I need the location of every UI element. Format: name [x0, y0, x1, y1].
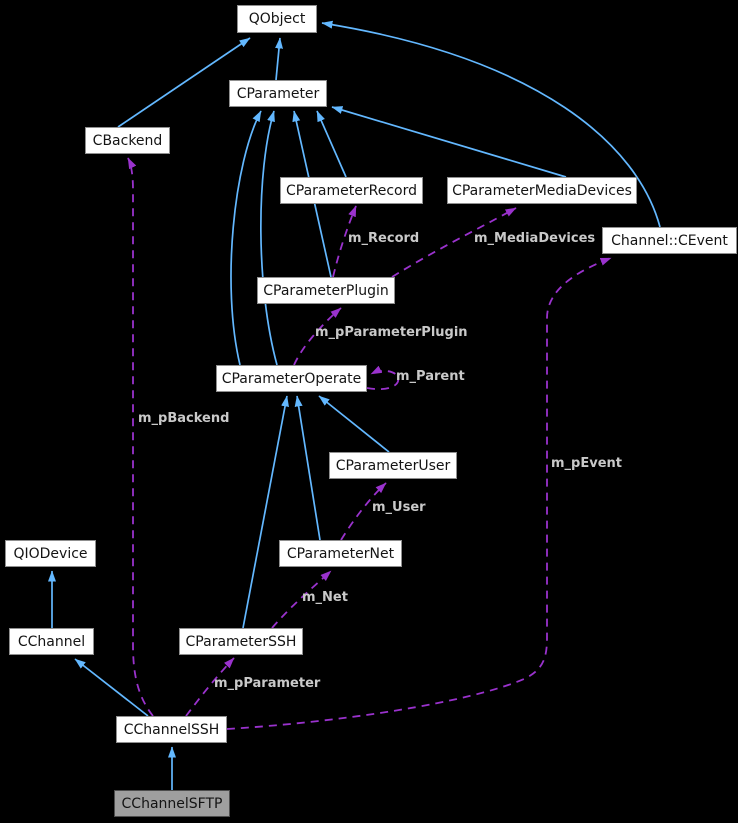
edge-usage-m-parent-selfloop	[366, 365, 400, 391]
edge-inherit-operate-cparameter-a	[230, 110, 262, 366]
edge-usage-m-pevent	[226, 257, 612, 730]
class-node-channel-cevent[interactable]: Channel::CEvent	[602, 227, 737, 254]
edge-label-m-pbackend: m_pBackend	[138, 411, 230, 426]
edge-usage-m-net	[271, 570, 332, 629]
class-node-cparameteroperate[interactable]: CParameterOperate	[216, 365, 367, 392]
class-node-cchannelsftp-current: CChannelSFTP	[114, 790, 230, 817]
class-node-cparameterplugin[interactable]: CParameterPlugin	[257, 277, 395, 304]
class-node-cparametermediadevices[interactable]: CParameterMediaDevices	[447, 177, 637, 204]
edge-inherit-record-cparameter	[316, 110, 347, 178]
edge-usage-m-user	[340, 482, 387, 541]
class-node-cbackend[interactable]: CBackend	[85, 127, 170, 154]
class-node-qiodevice[interactable]: QIODevice	[5, 540, 96, 567]
edge-inherit-user-operate	[318, 395, 390, 453]
edge-usage-m-pparameterplugin	[293, 307, 342, 366]
class-node-qobject[interactable]: QObject	[237, 5, 317, 33]
edge-label-m-parent: m_Parent	[396, 369, 465, 384]
edge-label-m-record: m_Record	[348, 231, 420, 246]
edge-inherit-operate-cparameter-b	[260, 110, 278, 366]
edge-label-m-user: m_User	[372, 500, 426, 515]
class-node-cparameterssh[interactable]: CParameterSSH	[179, 628, 303, 655]
edge-usage-m-pparameter	[185, 657, 235, 717]
edge-usage-m-record	[332, 205, 357, 278]
edge-usage-m-pbackend	[127, 157, 154, 717]
class-node-cparameternet[interactable]: CParameterNet	[279, 540, 402, 567]
edge-inherit-ssh-operate	[242, 395, 289, 629]
class-node-cparameteruser[interactable]: CParameterUser	[329, 452, 457, 479]
edge-inherit-cevent-qobject	[321, 20, 661, 228]
edge-inherit-channelssh-cchannel	[74, 658, 149, 717]
edge-inherit-cbackend-qobject	[117, 37, 251, 128]
class-node-cparameterrecord[interactable]: CParameterRecord	[280, 177, 423, 204]
edge-label-m-pevent: m_pEvent	[551, 456, 622, 471]
edge-inherit-cparameter-qobject	[275, 37, 283, 81]
edge-label-m-pparameterplugin: m_pParameterPlugin	[315, 325, 468, 340]
edge-usage-m-mediadevices	[391, 207, 517, 278]
class-node-cchannelssh[interactable]: CChannelSSH	[116, 716, 227, 743]
edge-inherit-net-operate	[294, 395, 321, 541]
class-node-cparameter[interactable]: CParameter	[229, 80, 327, 107]
edge-inherit-mediadevices-cparameter	[331, 106, 567, 178]
edge-label-m-pparameter: m_pParameter	[214, 676, 321, 691]
edge-label-m-mediadevices: m_MediaDevices	[474, 231, 596, 246]
edge-label-m-net: m_Net	[302, 590, 348, 605]
class-node-cchannel[interactable]: CChannel	[9, 628, 94, 655]
